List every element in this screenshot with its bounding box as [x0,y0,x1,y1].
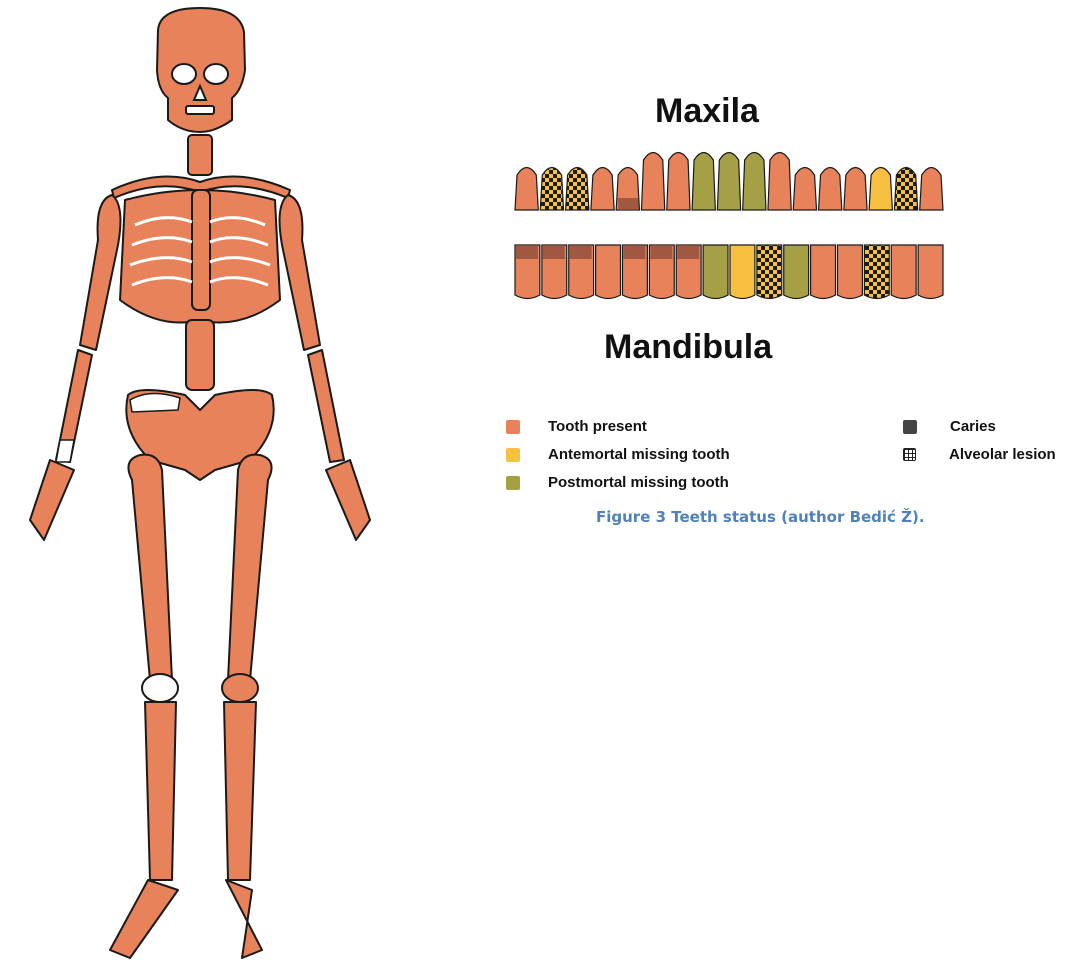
upper-tooth [667,153,690,211]
lower-tooth [757,245,782,299]
caries-mark [543,245,565,259]
upper-tooth [894,168,917,211]
caries-mark [650,245,672,259]
left-femur [128,455,172,680]
right-orbit [204,64,228,84]
left-patella [142,674,178,702]
right-hand [326,460,370,540]
upper-tooth [768,153,791,211]
legend-swatch-caries [903,420,917,434]
legend-label-antemortal: Antemortal missing tooth [548,446,730,463]
jaw-teeth [186,106,214,114]
left-orbit [172,64,196,84]
legend-present: Tooth present [506,418,647,435]
teeth-chart [505,150,955,310]
left-foot [110,880,178,958]
upper-tooth [515,168,538,211]
upper-tooth [591,168,614,211]
upper-tooth [641,153,664,211]
lower-tooth [891,245,916,299]
right-humerus [280,195,320,350]
legend-label-present: Tooth present [548,418,647,435]
upper-tooth [793,168,816,211]
caries-mark [624,245,646,259]
legend-swatch-postmortal [506,476,520,490]
lower-tooth [864,245,889,299]
upper-tooth [743,153,766,211]
cervical-spine [188,135,212,175]
mandibula-title: Mandibula [604,328,772,367]
skeleton-illustration [0,0,390,978]
right-femur [228,455,272,680]
figure-caption: Figure 3 Teeth status (author Bedić Ž). [596,508,925,526]
upper-tooth [717,153,740,211]
caries-mark [516,245,538,259]
maxila-title: Maxila [655,92,759,131]
legend-postmortal: Postmortal missing tooth [506,474,729,491]
lower-tooth [784,245,809,299]
sternum [192,190,210,310]
caries-mark [677,245,699,259]
upper-tooth [540,168,563,211]
legend-caries: Caries [903,418,996,435]
legend-swatch-lesion [903,448,916,461]
upper-tooth [692,153,715,211]
legend-lesion: Alveolar lesion [903,446,1056,463]
upper-tooth [869,168,892,211]
lumbar-spine [186,320,214,390]
lower-tooth [811,245,836,299]
right-forearm [308,350,344,462]
legend-label-lesion: Alveolar lesion [949,446,1056,463]
right-foot [226,880,262,958]
caries-mark [570,245,592,259]
lower-tooth [730,245,755,299]
upper-tooth [844,168,867,211]
lower-tooth [596,245,621,299]
left-hand [30,460,74,540]
lower-tooth [918,245,943,299]
upper-teeth-row [515,153,943,211]
legend-swatch-present [506,420,520,434]
right-tibia [224,702,256,880]
lower-teeth-row [515,245,943,299]
legend-label-postmortal: Postmortal missing tooth [548,474,729,491]
right-patella [222,674,258,702]
legend-swatch-antemortal [506,448,520,462]
legend-antemortal: Antemortal missing tooth [506,446,730,463]
upper-tooth [819,168,842,211]
legend-label-caries: Caries [950,418,996,435]
upper-tooth [566,168,589,211]
left-tibia [145,702,176,880]
left-humerus [80,195,120,350]
upper-tooth [920,168,943,211]
lower-tooth [703,245,728,299]
lower-tooth [838,245,863,299]
caries-mark [618,198,638,210]
